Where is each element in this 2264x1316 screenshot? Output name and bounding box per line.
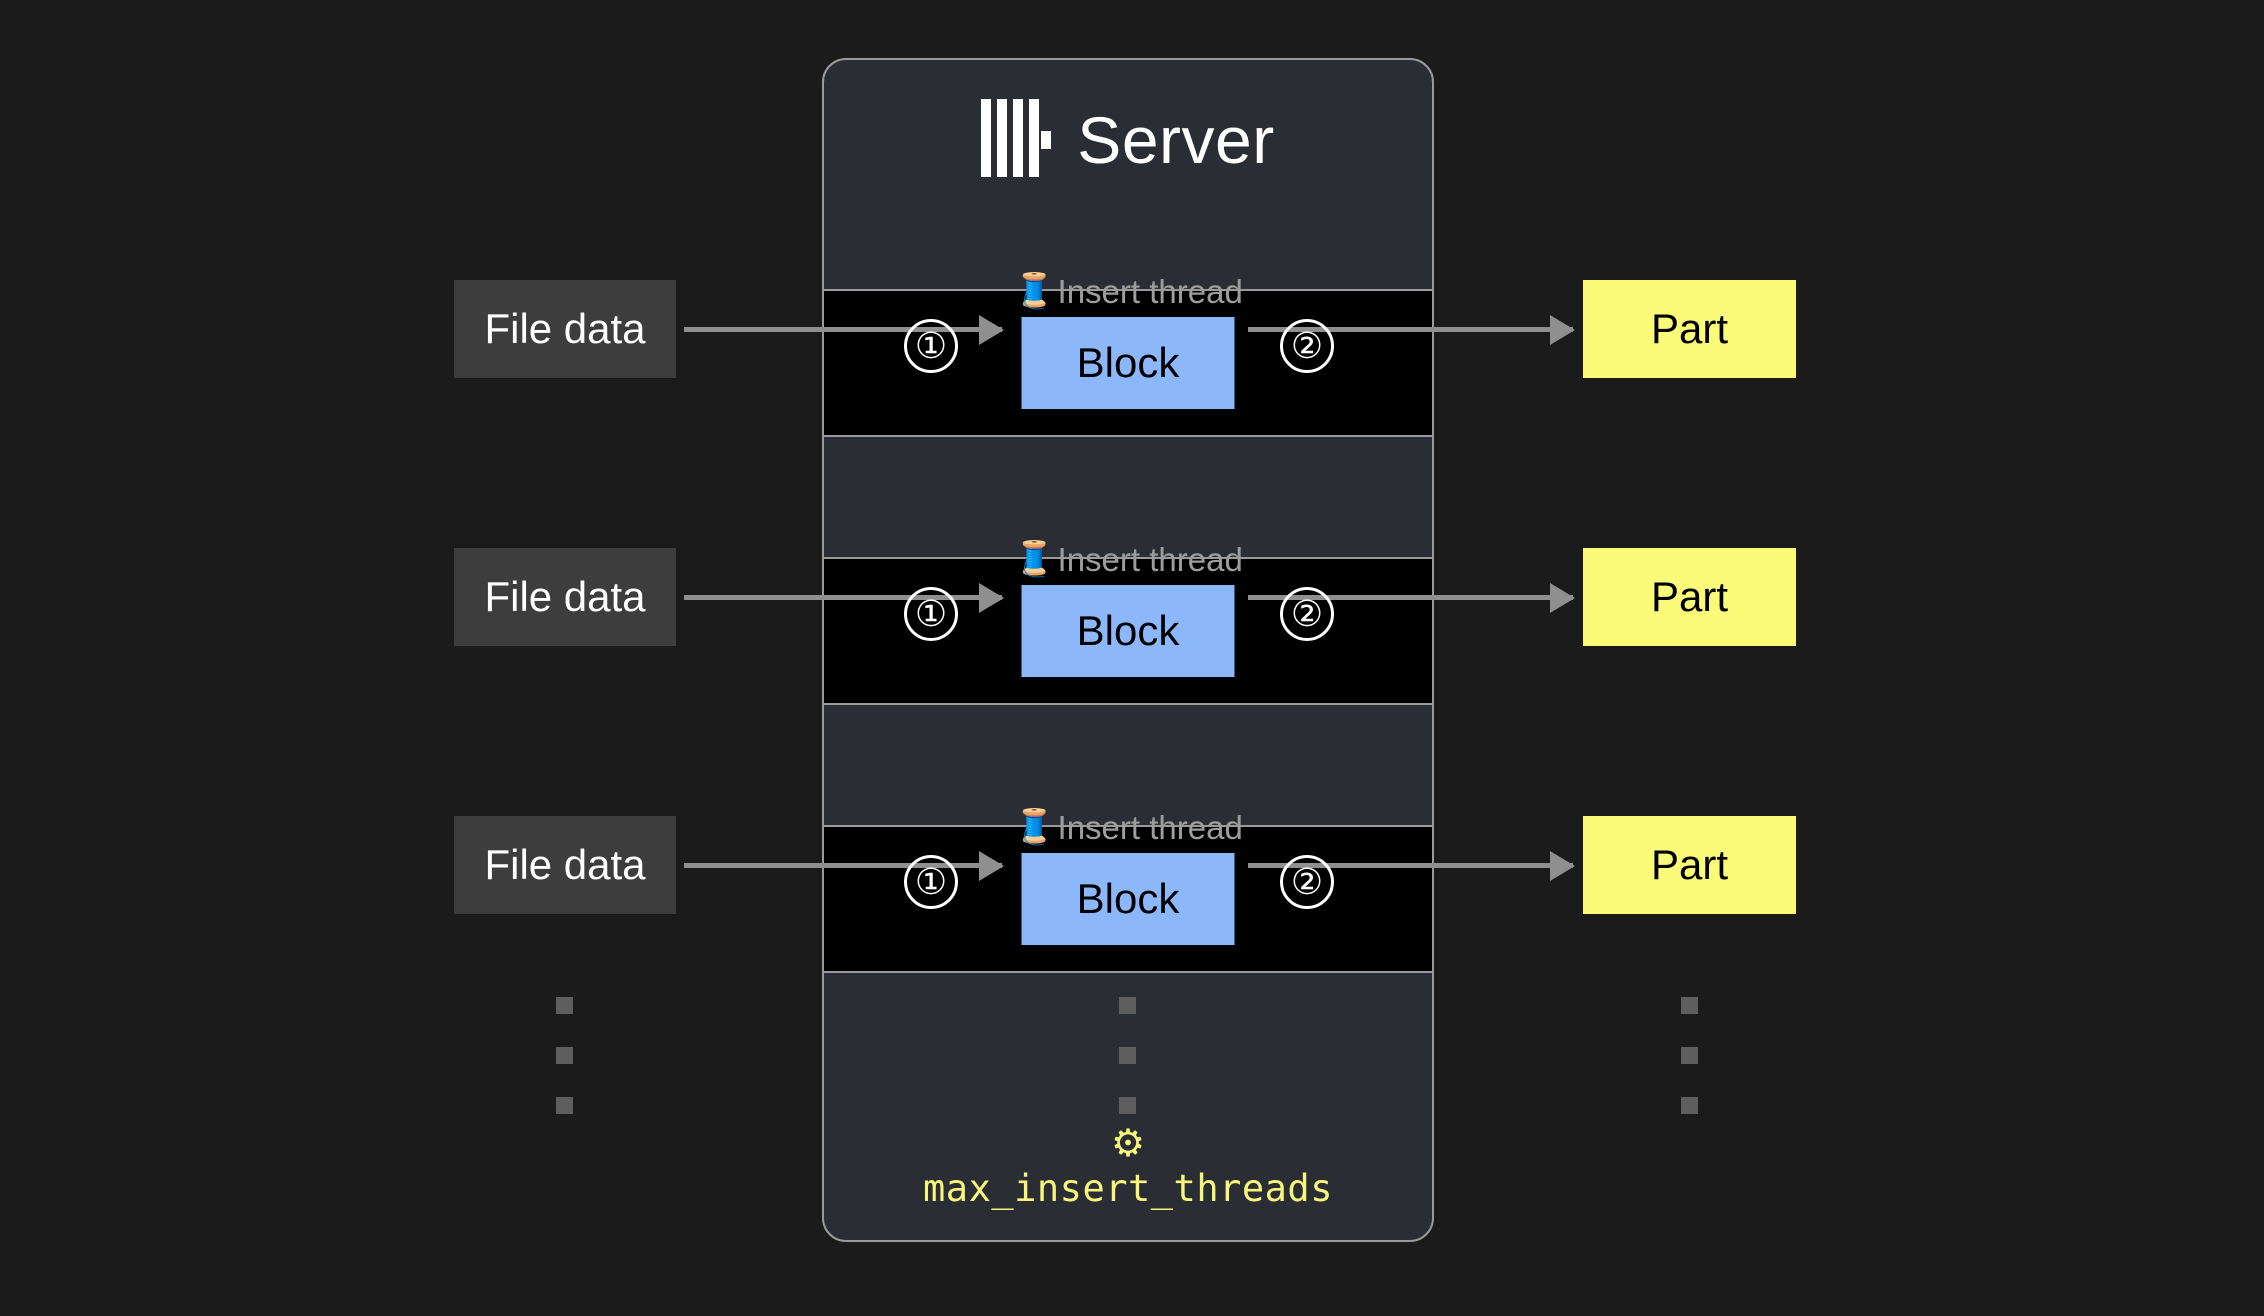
- ellipsis-dot: [556, 1097, 573, 1114]
- part-label: Part: [1650, 841, 1729, 888]
- clickhouse-logo-icon: [981, 98, 1052, 182]
- arrow-file-data-to-block: [684, 595, 1002, 600]
- insert-thread-text: Insert thread: [1057, 272, 1243, 310]
- step-number-out: ②: [1280, 319, 1334, 373]
- thread-spool-icon: 🧵: [1013, 272, 1056, 310]
- arrow-file-data-to-block: [684, 863, 1002, 868]
- arrow-block-to-part: [1248, 863, 1573, 868]
- insert-thread-label: 🧵 Insert thread: [1013, 810, 1243, 844]
- band-right-edge: [1432, 291, 1434, 435]
- block-label: Block: [1076, 607, 1180, 654]
- file-data-box: File data: [454, 548, 676, 646]
- page-title: Server: [1077, 103, 1275, 177]
- insert-thread-text: Insert thread: [1057, 808, 1243, 846]
- ellipsis-dot: [1119, 997, 1136, 1014]
- step-number-in: ①: [904, 319, 958, 373]
- ellipsis-left: [556, 997, 573, 1114]
- arrow-file-data-to-block: [684, 327, 1002, 332]
- step-number-in: ①: [904, 855, 958, 909]
- ellipsis-right: [1681, 997, 1698, 1114]
- band-right-edge: [1432, 827, 1434, 971]
- ellipsis-dot: [1681, 997, 1698, 1014]
- server-header: Server: [824, 60, 1432, 220]
- step-number-out: ②: [1280, 587, 1334, 641]
- block-box: Block: [1021, 317, 1235, 409]
- ellipsis-dot: [1681, 1097, 1698, 1114]
- insert-thread-text: Insert thread: [1057, 540, 1243, 578]
- arrow-block-to-part: [1248, 595, 1573, 600]
- part-box: Part: [1583, 280, 1796, 378]
- file-data-label: File data: [484, 573, 646, 620]
- block-box: Block: [1021, 585, 1235, 677]
- setting-name: max_insert_threads: [923, 1167, 1333, 1211]
- insert-thread-label: 🧵 Insert thread: [1013, 542, 1243, 576]
- ellipsis-dot: [1681, 1047, 1698, 1064]
- thread-spool-icon: 🧵: [1013, 808, 1056, 846]
- file-data-label: File data: [484, 841, 646, 888]
- insert-thread-band: 🧵 Insert thread ① ② Block: [822, 810, 1434, 973]
- step-number-out: ②: [1280, 855, 1334, 909]
- band-right-edge: [1432, 559, 1434, 703]
- block-label: Block: [1076, 875, 1180, 922]
- band-left-edge: [822, 559, 824, 703]
- arrow-block-to-part: [1248, 327, 1573, 332]
- ellipsis-dot: [1119, 1047, 1136, 1064]
- band-left-edge: [822, 827, 824, 971]
- insert-thread-band: 🧵 Insert thread ① ② Block: [822, 542, 1434, 705]
- server-panel: Server 🧵 Insert thread ① ② Block 🧵 Inser…: [822, 58, 1434, 1242]
- file-data-label: File data: [484, 305, 646, 352]
- ellipsis-dot: [1119, 1097, 1136, 1114]
- band-left-edge: [822, 291, 824, 435]
- block-label: Block: [1076, 339, 1180, 386]
- gear-icon: ⚙: [1110, 1123, 1146, 1166]
- insert-thread-band: 🧵 Insert thread ① ② Block: [822, 274, 1434, 437]
- part-box: Part: [1583, 548, 1796, 646]
- thread-spool-icon: 🧵: [1013, 540, 1056, 578]
- step-number-in: ①: [904, 587, 958, 641]
- block-box: Block: [1021, 853, 1235, 945]
- part-label: Part: [1650, 573, 1729, 620]
- file-data-box: File data: [454, 816, 676, 914]
- ellipsis-dot: [556, 1047, 573, 1064]
- part-box: Part: [1583, 816, 1796, 914]
- ellipsis-center: [1119, 997, 1136, 1114]
- ellipsis-dot: [556, 997, 573, 1014]
- file-data-box: File data: [454, 280, 676, 378]
- insert-thread-label: 🧵 Insert thread: [1013, 274, 1243, 308]
- setting-footer: ⚙ max_insert_threads: [824, 1125, 1432, 1210]
- part-label: Part: [1650, 305, 1729, 352]
